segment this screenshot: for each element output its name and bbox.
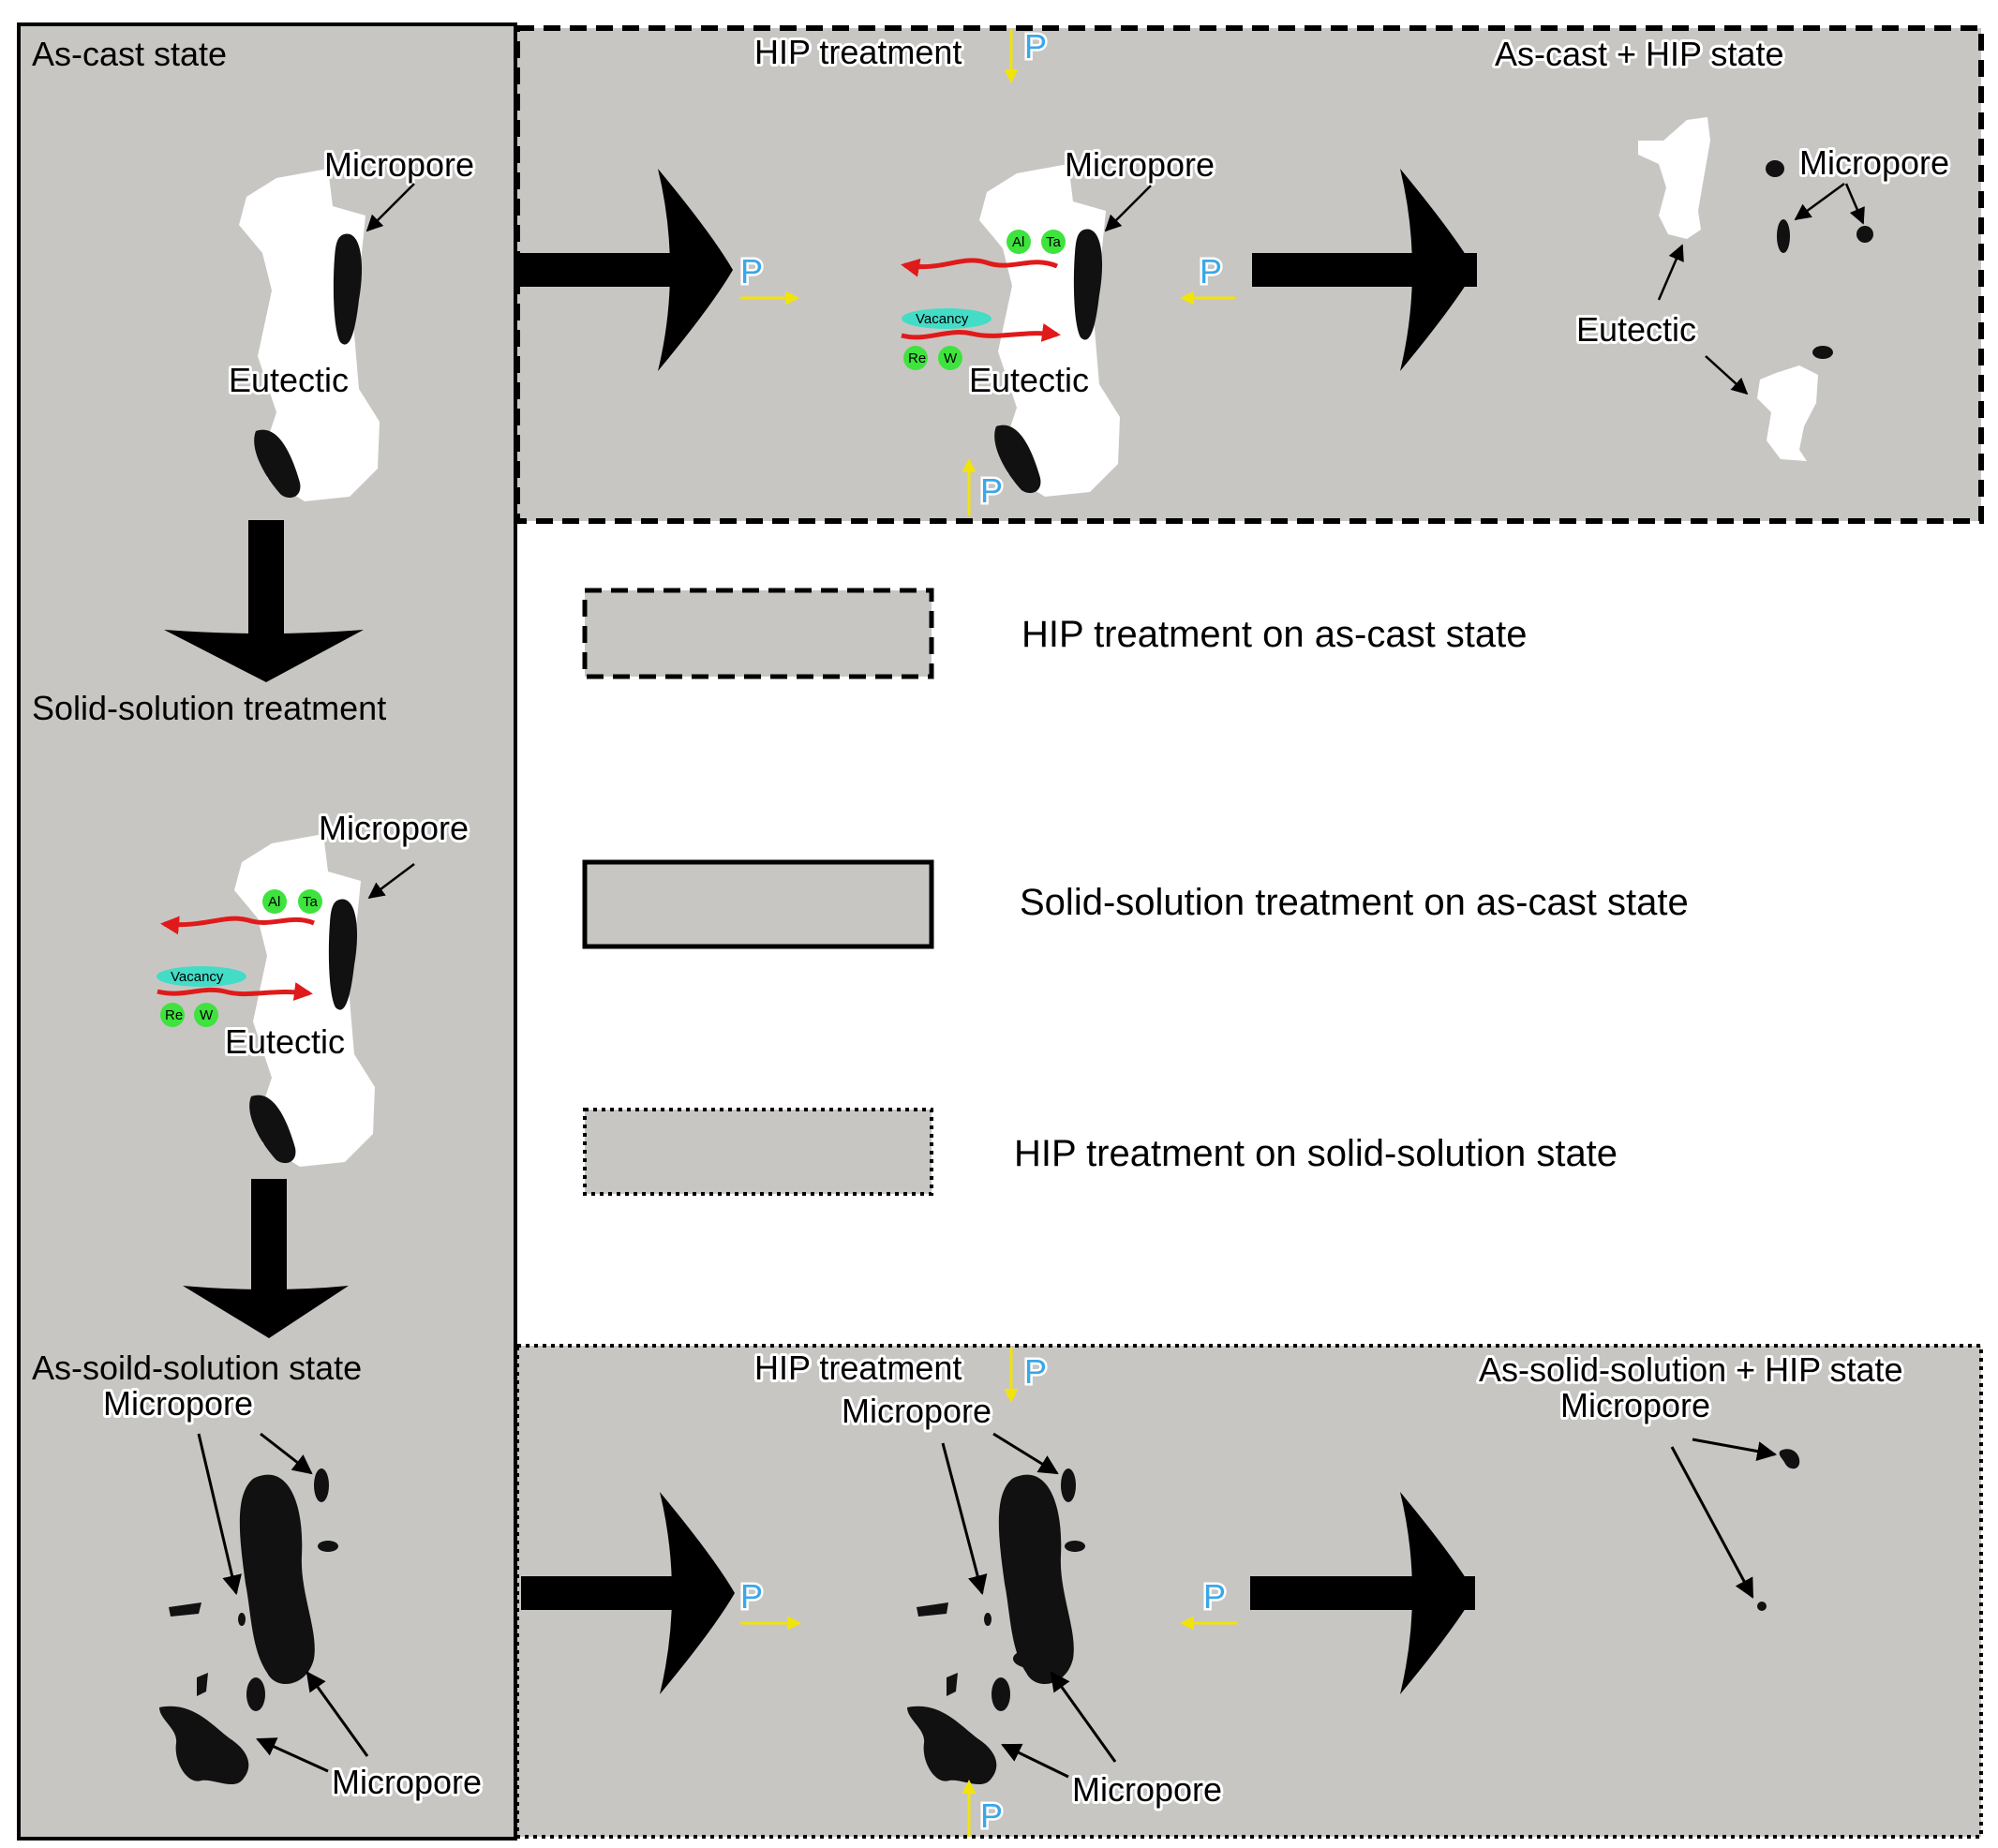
top-pressure-p-left: P bbox=[740, 252, 763, 291]
top-micropore-result-pointer-a bbox=[1794, 182, 1845, 221]
bottom-result-title: As-solid-solution + HIP state bbox=[1479, 1350, 1903, 1389]
legend-solid-label: Solid-solution treatment on as-cast stat… bbox=[1020, 882, 1689, 923]
bottom-micropore-result-label: Micropore bbox=[1560, 1386, 1710, 1424]
al-label-top: Al bbox=[1012, 234, 1024, 250]
solid-solution-pores-left bbox=[159, 1468, 338, 1785]
top-hip-title: HIP treatment bbox=[754, 33, 962, 71]
top-eutectic-mid-label: Eutectic bbox=[969, 361, 1089, 399]
top-micropore-result-pointer-b bbox=[1844, 183, 1865, 225]
ta-label-top: Ta bbox=[1046, 234, 1062, 250]
bottom-pressure-p-top: P bbox=[1024, 1352, 1047, 1391]
re-label-left: Re bbox=[165, 1007, 183, 1023]
bottom-panel bbox=[515, 1344, 1983, 1839]
bottom-result-pore-a bbox=[1779, 1449, 1800, 1469]
re-atom-left bbox=[160, 1003, 185, 1027]
top-eutectic-result-pointer-b bbox=[1705, 355, 1749, 395]
bottom-result-pore-b bbox=[1757, 1602, 1767, 1611]
bottom-micropore-result-pointer-a bbox=[1692, 1438, 1778, 1461]
bottom-micropore-pointer-d bbox=[1001, 1743, 1069, 1779]
top-eutectic-result-pointer-a bbox=[1657, 244, 1684, 301]
micropore-pointer-1 bbox=[365, 183, 415, 232]
top-inward-diffusion-arrow bbox=[901, 323, 1061, 342]
micropore-pointer-2 bbox=[367, 863, 415, 900]
bottom-micropore-pointer-b bbox=[992, 1432, 1059, 1475]
top-panel bbox=[514, 25, 1984, 524]
bottom-micropore-mid-top-label: Micropore bbox=[842, 1392, 992, 1430]
inward-diffusion-arrow-left bbox=[157, 982, 313, 1001]
w-label-top: W bbox=[944, 350, 958, 366]
al-atom-left bbox=[262, 889, 287, 914]
bottom-micropore-mid-bottom-label: Micropore bbox=[1072, 1770, 1222, 1809]
micropore-pointer-3a bbox=[197, 1433, 242, 1596]
eutectic-label-2: Eutectic bbox=[225, 1022, 345, 1061]
bottom-big-arrow-1 bbox=[521, 1492, 735, 1694]
ta-label-left: Ta bbox=[303, 894, 319, 910]
down-arrow-2 bbox=[183, 1179, 349, 1338]
micropore-pointer-4b bbox=[256, 1737, 329, 1773]
al-atom-top bbox=[1006, 230, 1031, 254]
bottom-micropore-pointer-a bbox=[941, 1442, 988, 1596]
al-label-left: Al bbox=[268, 894, 280, 910]
vacancy-label-top: Vacancy bbox=[916, 311, 969, 327]
top-big-arrow-1 bbox=[517, 169, 733, 371]
ta-atom-top bbox=[1041, 230, 1066, 254]
w-atom-top bbox=[938, 346, 962, 370]
bottom-pressure-p-bottom: P bbox=[980, 1796, 1003, 1835]
bottom-micropore-result-pointer-b bbox=[1670, 1446, 1754, 1599]
bottom-pressure-p-left: P bbox=[740, 1577, 763, 1616]
top-pressure-p-top: P bbox=[1024, 27, 1047, 66]
legend-dotted-label: HIP treatment on solid-solution state bbox=[1014, 1133, 1618, 1174]
vacancy-badge-top bbox=[902, 308, 992, 329]
top-result-title: As-cast + HIP state bbox=[1495, 35, 1783, 73]
legend-solid-swatch bbox=[582, 859, 934, 949]
top-big-arrow-2 bbox=[1252, 169, 1477, 371]
top-micropore-mid-label: Micropore bbox=[1065, 145, 1215, 184]
legend-dashed-swatch bbox=[582, 588, 934, 679]
vacancy-label-left: Vacancy bbox=[171, 969, 224, 985]
micropore-pointer-4a bbox=[306, 1671, 369, 1757]
as-solid-solution-title: As-soild-solution state bbox=[32, 1349, 362, 1387]
as-cast-title: As-cast state bbox=[32, 35, 227, 73]
bottom-pressure-p-right: P bbox=[1203, 1577, 1226, 1616]
solid-solution-step-label: Solid-solution treatment bbox=[32, 689, 386, 727]
top-micropore-mid-pointer bbox=[1104, 185, 1152, 232]
top-outward-diffusion-arrow bbox=[901, 258, 1058, 277]
eutectic-label-1: Eutectic bbox=[229, 361, 349, 399]
micropore-pointer-3b bbox=[260, 1432, 313, 1475]
legend-dashed-label: HIP treatment on as-cast state bbox=[1021, 614, 1528, 655]
bottom-big-arrow-2 bbox=[1250, 1492, 1475, 1694]
legend-dotted-swatch bbox=[583, 1108, 933, 1196]
top-eutectic-result-label: Eutectic bbox=[1576, 310, 1696, 349]
bottom-mid-pores bbox=[907, 1468, 1085, 1785]
top-result-phases bbox=[1638, 117, 1873, 461]
micropore-label-1: Micropore bbox=[324, 145, 474, 184]
micropore-label-3: Micropore bbox=[103, 1384, 253, 1423]
bottom-hip-title: HIP treatment bbox=[754, 1349, 962, 1387]
bottom-micropore-pointer-c bbox=[1050, 1671, 1117, 1763]
re-atom-top bbox=[903, 346, 928, 370]
vacancy-badge-left bbox=[157, 966, 246, 987]
top-pressure-p-bottom: P bbox=[980, 471, 1003, 510]
ta-atom-left bbox=[298, 889, 322, 914]
top-pressure-p-right: P bbox=[1200, 252, 1222, 291]
outward-diffusion-arrow-left bbox=[160, 916, 315, 935]
re-label-top: Re bbox=[908, 350, 926, 366]
down-arrow-1 bbox=[164, 520, 364, 682]
w-label-left: W bbox=[200, 1007, 214, 1023]
w-atom-left bbox=[194, 1003, 218, 1027]
micropore-label-4: Micropore bbox=[332, 1763, 482, 1801]
micropore-label-2: Micropore bbox=[319, 809, 469, 847]
top-micropore-result-label: Micropore bbox=[1799, 143, 1949, 182]
